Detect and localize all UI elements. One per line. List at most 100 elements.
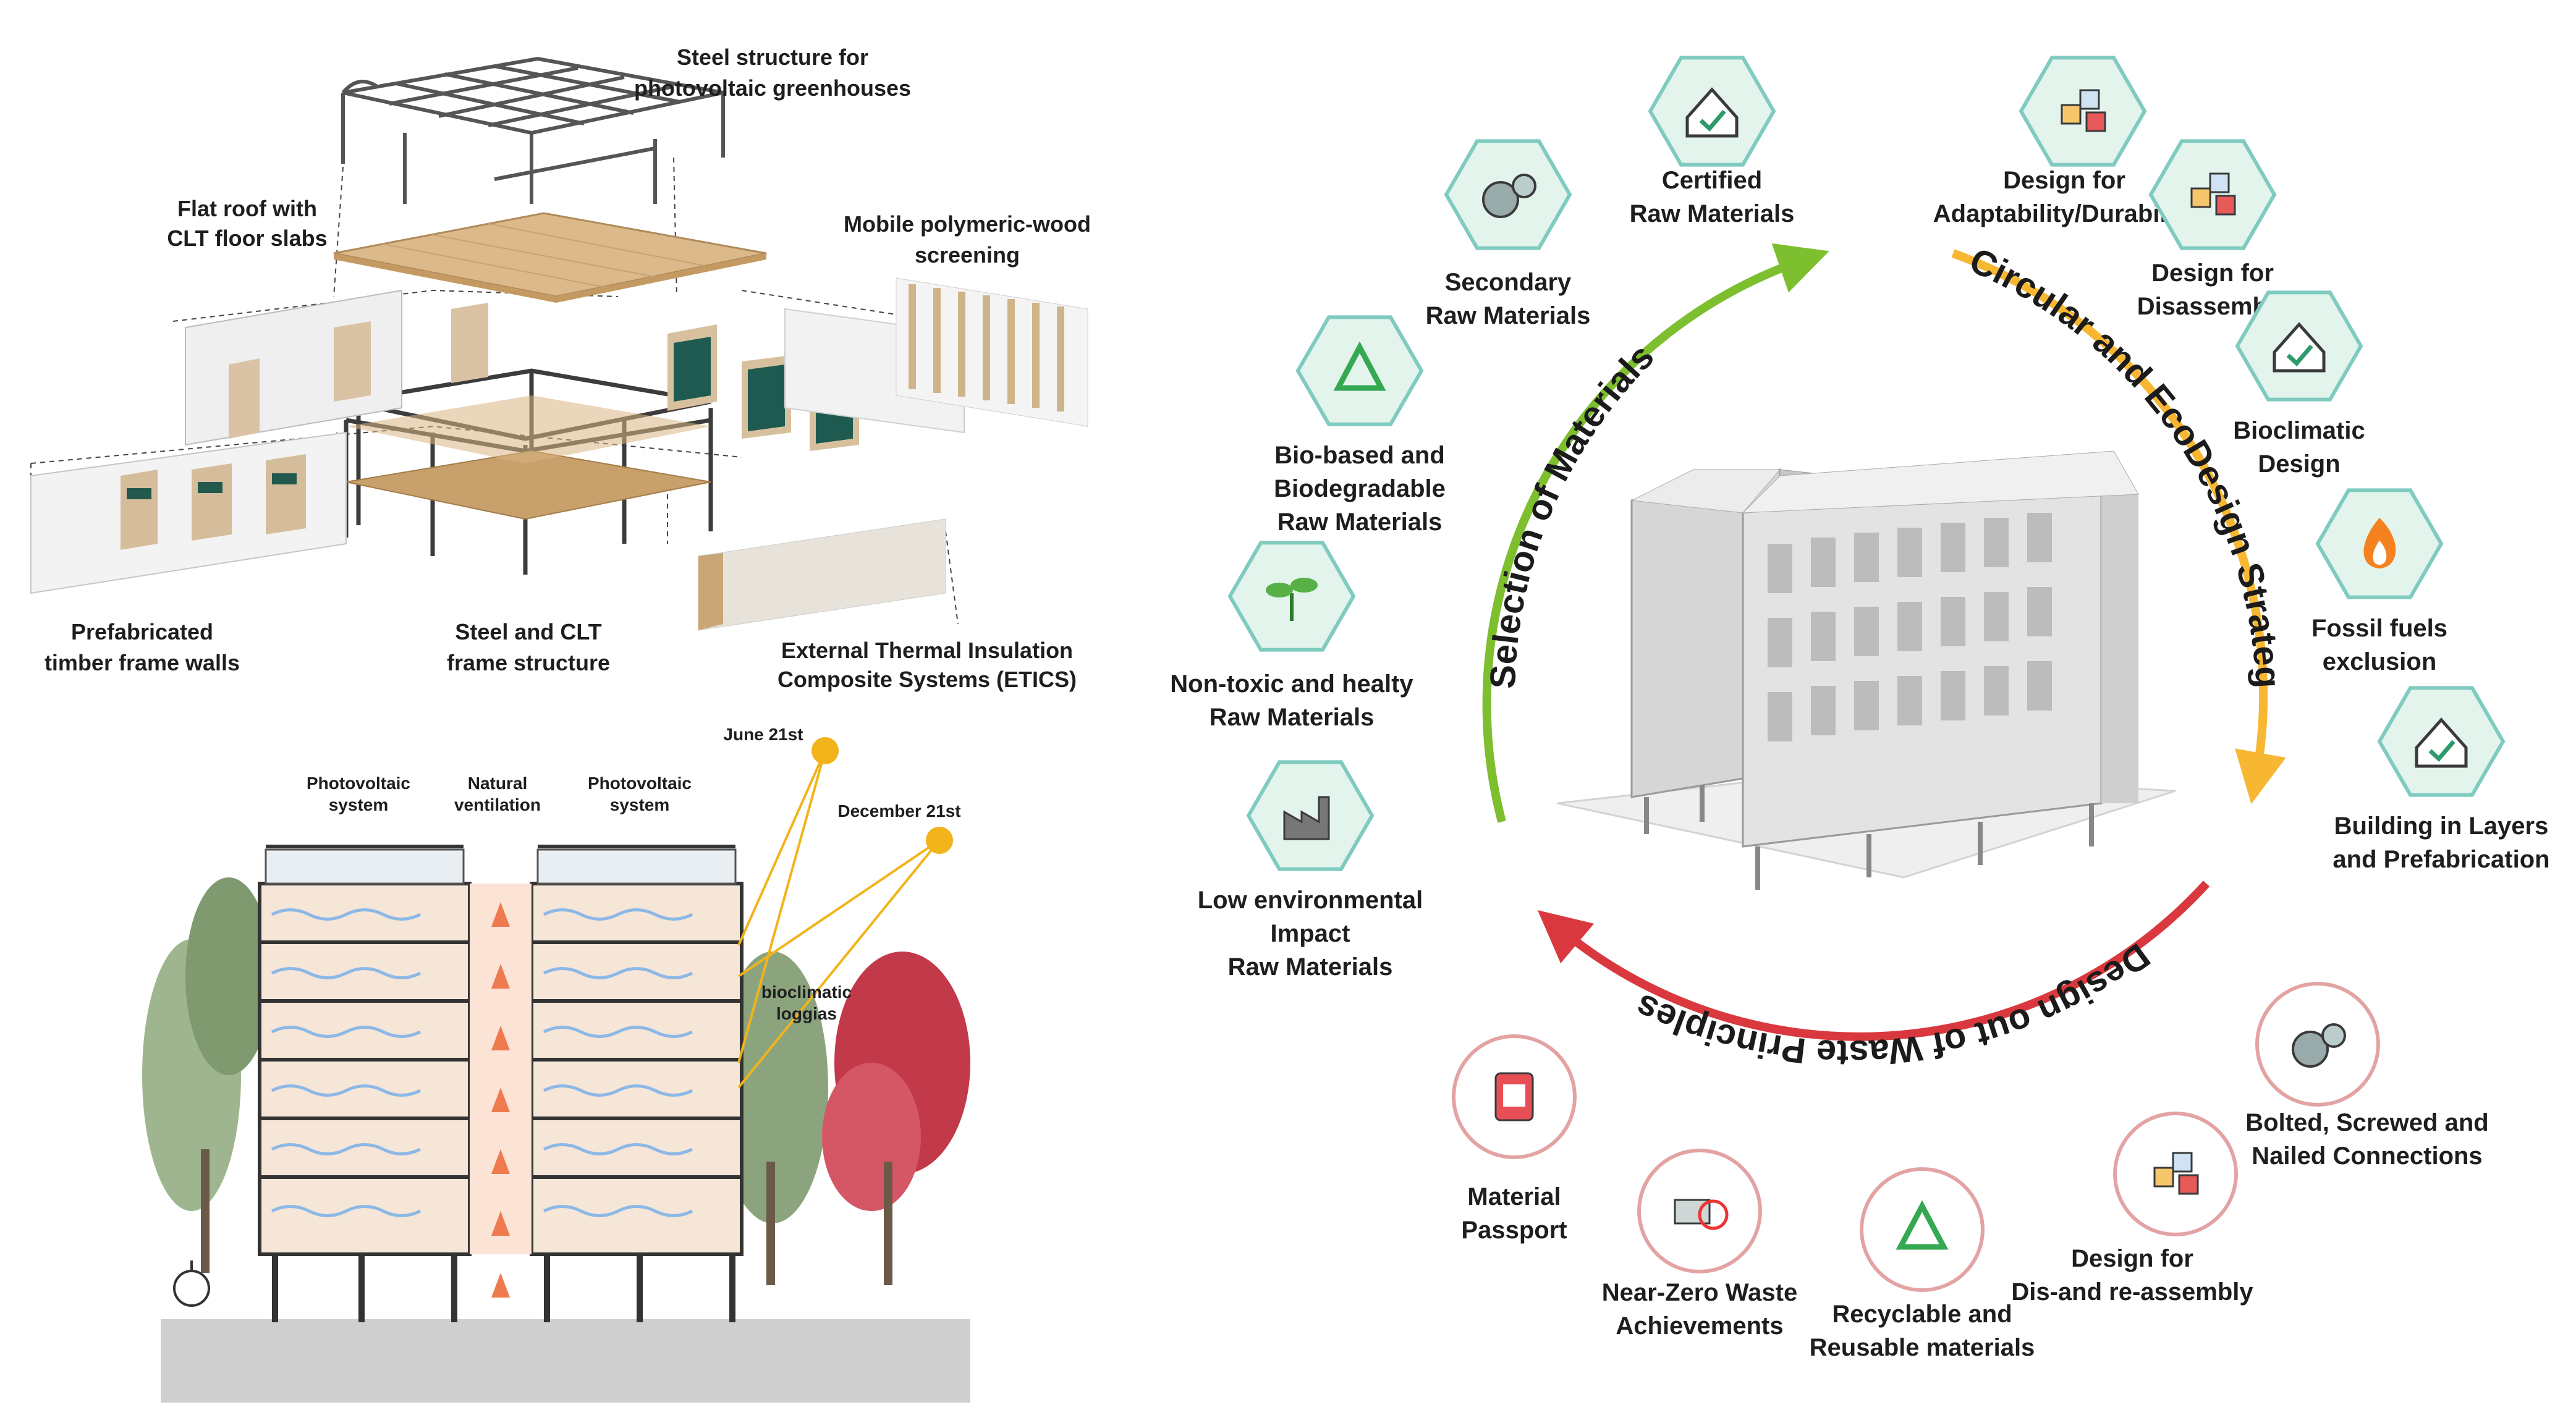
- hex-badge: [2148, 139, 2277, 250]
- green-label-4-3: Raw Materials: [1228, 953, 1393, 981]
- red-label-2-2: Reusable materials: [1810, 1334, 2035, 1361]
- green-label-4-2: Impact: [1271, 920, 1350, 947]
- label-ventilation-line1: Natural: [468, 774, 527, 793]
- tools-icon: [2292, 1023, 2346, 1068]
- label-flat-roof-line2: CLT floor slabs: [167, 226, 327, 251]
- label-december: December 21st: [837, 801, 960, 821]
- gears-leaf-icon: [1482, 174, 1536, 218]
- green-label-2-2: Biodegradable: [1274, 475, 1446, 502]
- axonometric-drawing: Steel structure for photovoltaic greenho…: [30, 44, 1091, 692]
- green-label-4-1: Low environmental: [1198, 887, 1423, 914]
- tree-right: [717, 952, 970, 1285]
- circle-badge: [2113, 1112, 2238, 1236]
- etics-panel: [698, 518, 946, 631]
- bioclimatic-section: Photovoltaic system Natural ventilation …: [142, 717, 995, 1403]
- sun-december-icon: [926, 827, 953, 854]
- arc-red-title: Design out of Waste Principles: [1629, 935, 2157, 1073]
- orange-label-3-1: Fossil fuels: [2311, 615, 2447, 642]
- green-label-0-1: Certified: [1662, 167, 1762, 194]
- exploded-axonometric-view: Steel structure for photovoltaic greenho…: [0, 0, 1112, 717]
- clt-roof-slab: [333, 212, 767, 298]
- red-label-0-1: Bolted, Screwed and: [2245, 1109, 2488, 1136]
- flame-icon: [2363, 518, 2396, 568]
- orange-item-3: Fossil fuels exclusion: [2311, 488, 2447, 675]
- arc-design-out-of-waste: [1537, 880, 2210, 1041]
- label-frame-line2: frame structure: [447, 650, 610, 675]
- recycle-triangle-icon: [1896, 1200, 1949, 1250]
- certified-house-icon: [1685, 87, 1739, 138]
- circle-badge: [1860, 1167, 1985, 1292]
- label-pv-left-line1: Photovoltaic: [307, 774, 410, 793]
- label-etics-line1: External Thermal Insulation: [781, 638, 1073, 663]
- label-pv-right-line1: Photovoltaic: [588, 774, 692, 793]
- label-june: June 21st: [723, 725, 803, 744]
- left-block: [258, 882, 472, 1256]
- orange-label-1-1: Design for: [2151, 260, 2274, 287]
- passport-icon: [1494, 1072, 1534, 1121]
- stacked-blocks-icon: [2061, 89, 2106, 132]
- sun-house-icon: [2273, 322, 2326, 373]
- red-label-4-2: Passport: [1461, 1217, 1567, 1244]
- waste-truck-icon: [1674, 1199, 1729, 1230]
- red-label-1-1: Design for: [2071, 1245, 2193, 1272]
- orange-item-4: Building in Layers and Prefabrication: [2332, 686, 2550, 873]
- red-label-0-2: Nailed Connections: [2252, 1142, 2482, 1170]
- label-steel-line2: photovoltaic greenhouses: [634, 75, 911, 101]
- arc-circular-ecodesign: [1951, 249, 2286, 804]
- orange-label-4-2: and Prefabrication: [2332, 846, 2549, 873]
- label-screening-line2: screening: [915, 242, 1020, 268]
- orange-label-4-1: Building in Layers: [2334, 813, 2549, 840]
- ground: [161, 1319, 970, 1403]
- green-label-3-1: Non-toxic and healty: [1170, 670, 1413, 698]
- polymeric-wood-screening: [667, 277, 1088, 451]
- label-flat-roof-line1: Flat roof with: [177, 196, 317, 221]
- green-label-1-2: Raw Materials: [1426, 302, 1591, 329]
- hex-badge: [2019, 56, 2147, 167]
- label-loggias-line1: bioclimatic: [761, 982, 852, 1002]
- label-pv-left-line2: system: [329, 795, 389, 814]
- sprout-icon: [1266, 578, 1318, 621]
- green-label-2-3: Raw Materials: [1277, 509, 1443, 536]
- building-render: [1557, 450, 2176, 890]
- label-loggias-line2: loggias: [776, 1004, 837, 1023]
- compass-icon: [173, 1270, 210, 1307]
- arc-selection-of-materials: [1482, 243, 1829, 823]
- green-label-1-1: Secondary: [1445, 269, 1572, 296]
- circular-strategies-diagram: Selection of Materials Circular and EcoD…: [1115, 0, 2576, 1407]
- orange-label-3-2: exclusion: [2323, 648, 2437, 675]
- green-label-3-2: Raw Materials: [1210, 704, 1375, 731]
- right-block: [530, 882, 744, 1256]
- factory-icon: [1283, 796, 1330, 840]
- label-steel-line1: Steel structure for: [677, 44, 868, 70]
- label-ventilation-line2: ventilation: [454, 795, 541, 814]
- orange-label-0-1: Design for: [2003, 167, 2125, 194]
- tree-left: [142, 877, 272, 1273]
- orange-strategy-items: Design forAdaptability/DurabilityDesign …: [1933, 56, 2550, 873]
- red-label-2-1: Recyclable and: [1832, 1301, 2012, 1328]
- section-drawing: Photovoltaic system Natural ventilation …: [142, 725, 970, 1403]
- green-label-2-1: Bio-based and: [1274, 442, 1445, 469]
- red-label-3-2: Achievements: [1616, 1312, 1783, 1340]
- green-label-0-2: Raw Materials: [1630, 200, 1795, 227]
- label-timber-walls-line1: Prefabricated: [71, 619, 213, 644]
- red-label-3-1: Near-Zero Waste: [1602, 1279, 1797, 1306]
- exploded-cube-icon: [2190, 172, 2236, 216]
- circular-diagram: Selection of Materials Circular and EcoD…: [1115, 0, 2550, 1361]
- label-etics-line2: Composite Systems (ETICS): [777, 667, 1077, 692]
- label-frame-line1: Steel and CLT: [455, 619, 601, 644]
- label-screening-line1: Mobile polymeric-wood: [844, 211, 1091, 237]
- label-timber-walls-line2: timber frame walls: [44, 650, 240, 675]
- red-label-1-2: Dis-and re-assembly: [2011, 1278, 2253, 1306]
